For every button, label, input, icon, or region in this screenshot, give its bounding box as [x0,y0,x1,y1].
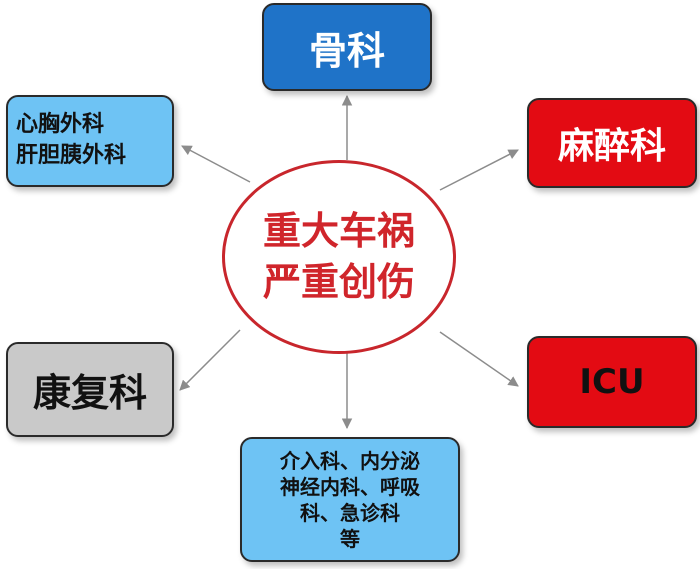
arrow-to-anesthesiology [439,149,519,191]
anesthesiology-node: 麻醉科 [527,98,697,188]
orthopedics-label: 骨科 [308,28,385,73]
center-node: 重大车祸 严重创伤 [222,160,456,354]
arrow-to-cardio [181,145,251,183]
icu-node: ICU [527,336,697,428]
rehabilitation-label: 康复科 [32,371,147,415]
anesthesiology-label: 麻醉科 [557,126,666,167]
misc-line-2: 神经内科、呼吸 [280,474,420,499]
rehabilitation-node: 康复科 [6,342,174,437]
cardio-node: 心胸外科 肝胆胰外科 [6,95,174,187]
icu-label: ICU [579,362,645,402]
center-line-2: 严重创伤 [262,260,415,304]
misc-line-3: 科、急诊科 [300,500,400,525]
arrow-to-icu [439,331,519,387]
orthopedics-node: 骨科 [262,3,432,91]
misc-line-4: 等 [340,526,360,551]
cardio-line-1: 心胸外科 [16,112,105,138]
arrow-to-rehabilitation [179,329,241,391]
center-line-1: 重大车祸 [262,208,415,253]
cardio-line-2: 肝胆胰外科 [16,143,127,168]
misc-departments-node: 介入科、内分泌 神经内科、呼吸 科、急诊科 等 [240,437,460,562]
misc-line-1: 介入科、内分泌 [280,448,420,473]
